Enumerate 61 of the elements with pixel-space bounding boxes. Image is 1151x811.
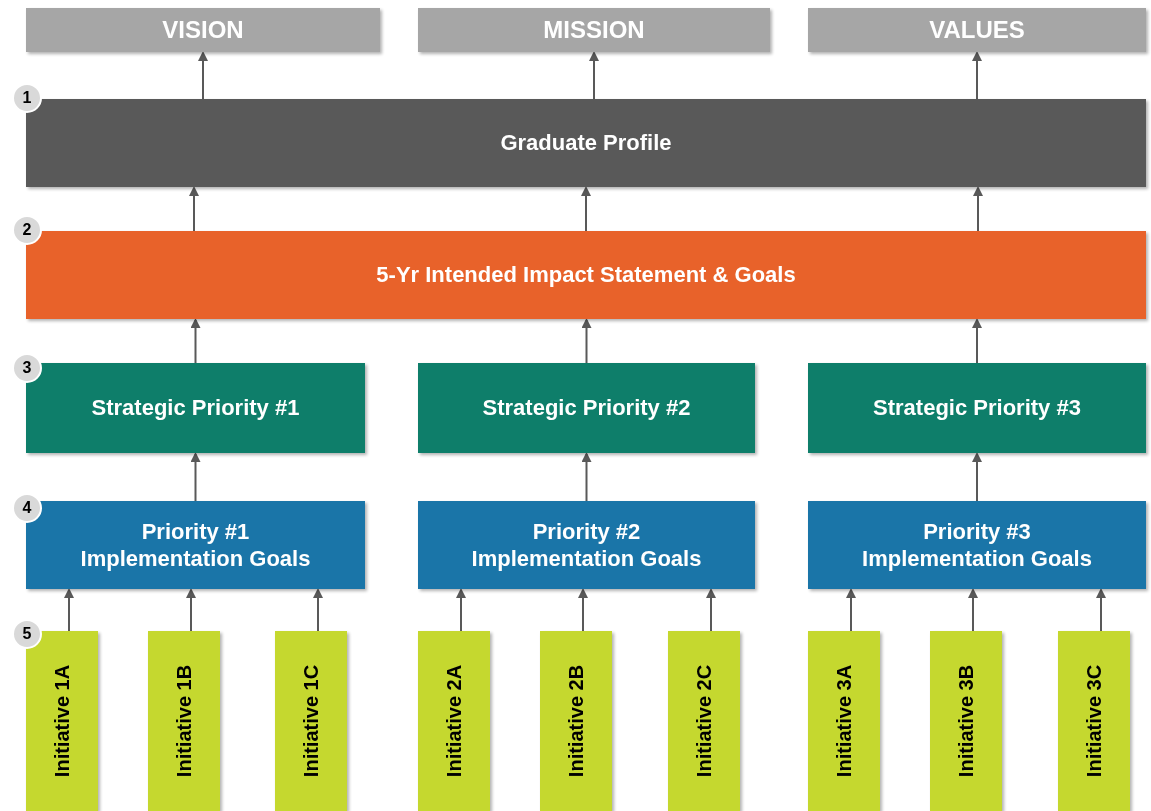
box-label: Priority #2 Implementation Goals — [470, 517, 703, 573]
initiative-label: Initiative 2B — [566, 664, 586, 778]
priority-box — [418, 363, 755, 453]
step-number: 4 — [12, 493, 42, 523]
initiative-box — [1058, 631, 1130, 811]
arrow — [313, 588, 323, 632]
arrow — [581, 186, 591, 232]
arrow — [581, 452, 592, 502]
arrow — [190, 452, 201, 502]
heading-bar — [808, 8, 1146, 52]
box-label: VALUES — [928, 15, 1026, 45]
initiative-box — [418, 631, 490, 811]
initiative-label: Initiative 3C — [1084, 664, 1104, 778]
arrow — [972, 51, 982, 100]
arrow — [189, 186, 199, 232]
arrow — [581, 318, 592, 364]
heading-bar — [418, 8, 770, 52]
initiative-box — [275, 631, 347, 811]
box-label: Graduate Profile — [499, 129, 673, 157]
arrow — [64, 588, 74, 632]
step-number: 5 — [12, 619, 42, 649]
initiative-box — [668, 631, 740, 811]
box-label: 5-Yr Intended Impact Statement & Goals — [375, 261, 797, 289]
box-label: Strategic Priority #2 — [481, 394, 692, 422]
priority-box — [808, 363, 1146, 453]
arrow — [973, 186, 983, 232]
box-label: VISION — [161, 15, 245, 45]
goals-box — [418, 501, 755, 589]
arrow — [968, 588, 978, 632]
arrow — [589, 51, 599, 100]
box-label: Priority #1 Implementation Goals — [79, 517, 312, 573]
step-number: 2 — [12, 215, 42, 245]
initiative-label: Initiative 1B — [174, 664, 194, 778]
arrow — [456, 588, 466, 632]
initiative-label: Initiative 2C — [694, 664, 714, 778]
initiative-box — [808, 631, 880, 811]
arrow — [578, 588, 588, 632]
arrow — [1096, 588, 1106, 632]
arrow — [972, 318, 982, 364]
initiative-label: Initiative 3A — [834, 664, 854, 778]
box-label: Strategic Priority #3 — [872, 394, 1082, 422]
initiative-box — [930, 631, 1002, 811]
initiative-label: Initiative 3B — [956, 664, 976, 778]
box-label: MISSION — [542, 15, 646, 45]
box-label: Strategic Priority #1 — [90, 394, 301, 422]
initiative-label: Initiative 2A — [444, 664, 464, 778]
initiative-box — [148, 631, 220, 811]
step-number: 1 — [12, 83, 42, 113]
step-number: 3 — [12, 353, 42, 383]
heading-bar — [26, 8, 380, 52]
arrow — [190, 318, 201, 364]
arrow — [186, 588, 196, 632]
goals-box — [808, 501, 1146, 589]
arrow — [198, 51, 208, 100]
arrow — [846, 588, 856, 632]
arrow — [972, 452, 982, 502]
initiative-label: Initiative 1A — [52, 664, 72, 778]
box-label: Priority #3 Implementation Goals — [861, 517, 1093, 573]
arrow — [706, 588, 716, 632]
initiative-label: Initiative 1C — [301, 664, 321, 778]
initiative-box — [540, 631, 612, 811]
